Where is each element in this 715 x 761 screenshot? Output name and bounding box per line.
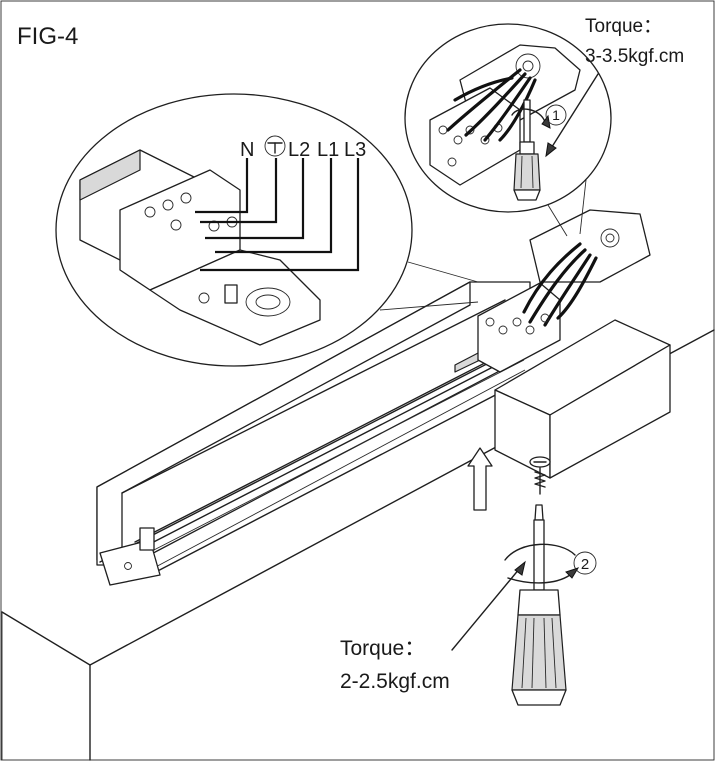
mounting-screw [529, 456, 551, 495]
step-1-circle [545, 104, 567, 126]
ground-icon [264, 135, 286, 157]
detail-circle-terminal [55, 93, 479, 367]
terminal-label-l3: L3 [344, 139, 366, 161]
leader-line-top [545, 73, 599, 158]
step-2-number: 2 [581, 556, 589, 573]
step-1-number: 1 [552, 107, 560, 123]
leader-line-bottom [451, 560, 526, 651]
torque-bottom-value: 2-2.5kgf.cm [340, 670, 450, 693]
up-arrow-icon [467, 447, 493, 511]
figure-label: FIG-4 [17, 23, 78, 50]
torque-top-value: 3-3.5kgf.cm [585, 46, 684, 67]
end-cap-block [494, 319, 671, 479]
torque-top-title: Torque： [585, 16, 662, 37]
step-2-circle [573, 551, 597, 575]
screwdriver-bottom [504, 504, 580, 706]
terminal-label-n: N [240, 139, 254, 161]
terminal-label-l1: L1 [317, 139, 339, 161]
detail-circle-wiring [404, 23, 612, 237]
track-rail [96, 281, 531, 586]
live-end-connector [477, 209, 651, 373]
terminal-label-l2: L2 [288, 139, 310, 161]
screwdriver-top [511, 99, 551, 201]
torque-bottom-title: Torque： [340, 637, 425, 660]
